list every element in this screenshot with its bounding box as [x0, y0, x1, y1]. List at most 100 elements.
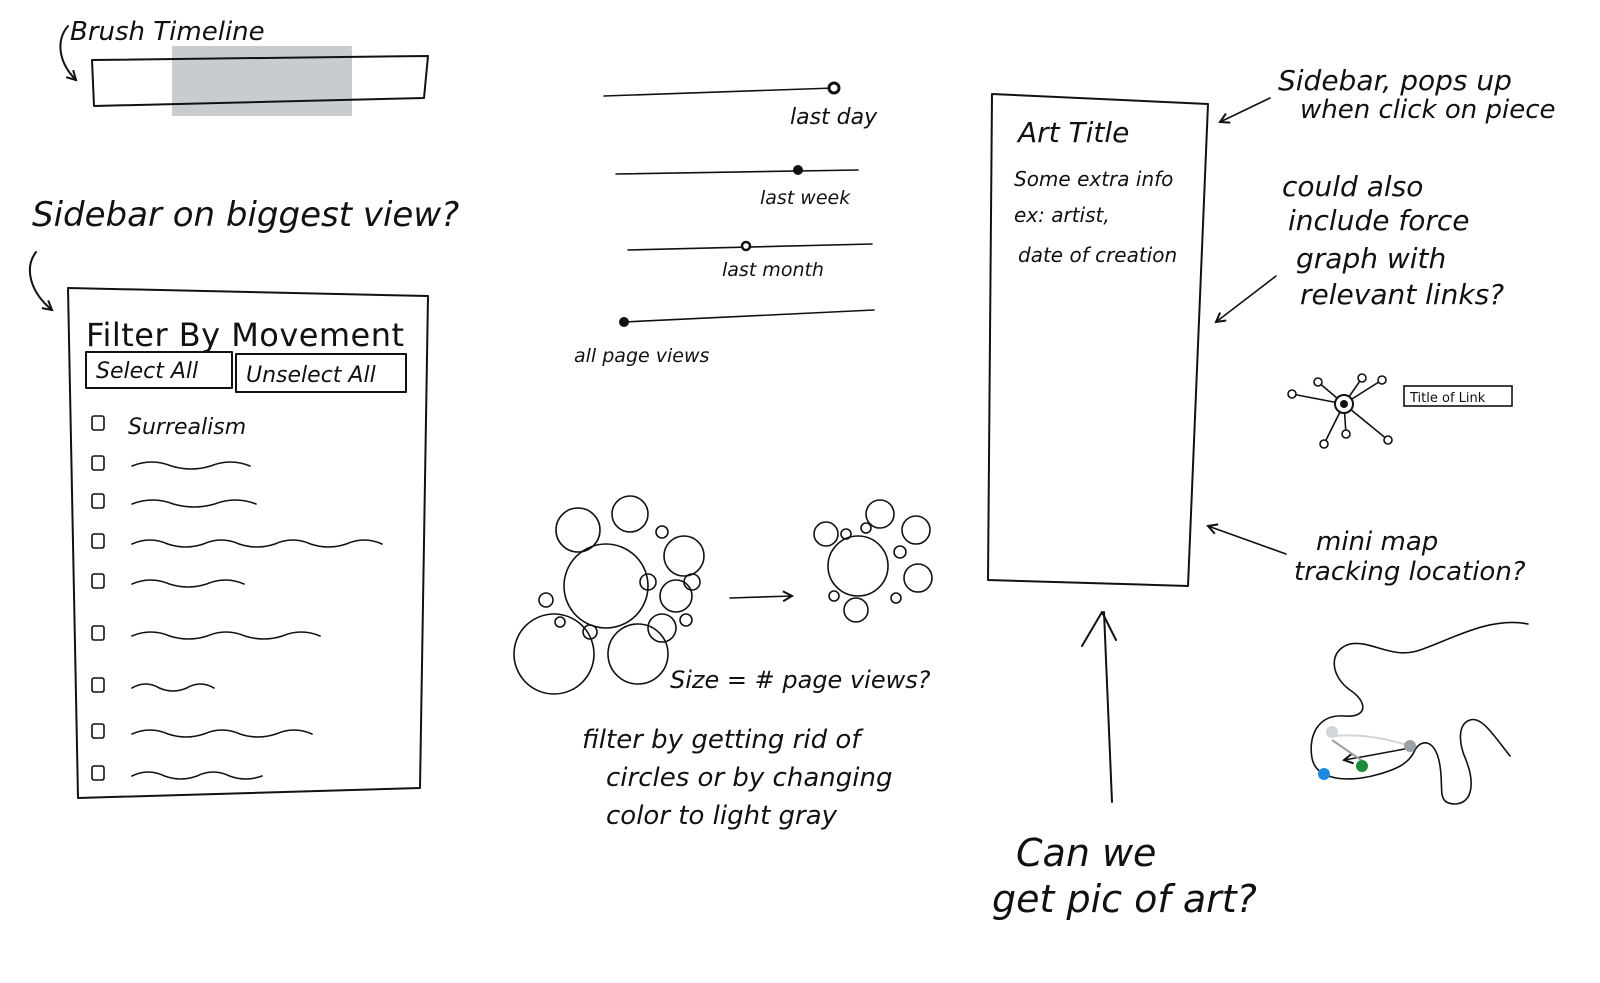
movement-label-placeholder: [131, 539, 383, 548]
filter-panel-title: Filter By Movement: [86, 316, 404, 354]
movement-list-item[interactable]: [91, 625, 321, 641]
brush-timeline: Brush Timeline: [59, 17, 429, 116]
brush-timeline-track[interactable]: [91, 55, 429, 107]
sidebar-question: Sidebar on biggest view?: [28, 195, 459, 312]
force-graph-node[interactable]: [1319, 439, 1329, 449]
movement-label-placeholder: [131, 461, 251, 470]
force-graph-node[interactable]: [1287, 389, 1297, 399]
brush-timeline-label: Brush Timeline: [70, 17, 265, 47]
movement-label-placeholder: [131, 683, 215, 692]
movement-checkbox[interactable]: [91, 533, 105, 549]
bubble-cluster-after: [813, 499, 933, 623]
force-graph-note-line-2: include force: [1288, 204, 1469, 237]
slider-track: [603, 87, 835, 97]
minimap-note-line-2: tracking location?: [1294, 557, 1526, 587]
movement-checkbox[interactable]: [91, 493, 105, 509]
movement-item-label: Surrealism: [128, 415, 246, 440]
movement-list-item[interactable]: [91, 493, 257, 509]
force-graph-node[interactable]: [1357, 373, 1367, 383]
filter-panel-frame: [67, 287, 429, 799]
minimap-node-blue[interactable]: [1318, 768, 1330, 780]
movement-checkbox[interactable]: [91, 723, 105, 739]
movement-checkbox[interactable]: [91, 625, 105, 641]
slider-all-page-views[interactable]: all page views: [574, 309, 875, 367]
slider-handle[interactable]: [827, 81, 841, 95]
art-sidebar: Art Title Some extra info ex: artist, da…: [987, 93, 1209, 587]
movement-list-item[interactable]: [91, 455, 251, 471]
movement-list-item[interactable]: [91, 533, 383, 549]
movement-checkbox[interactable]: [91, 455, 105, 471]
slider-label-last-week: last week: [760, 187, 851, 209]
sidebar-popup-note: Sidebar, pops up when click on piece: [1218, 64, 1556, 125]
slider-track: [615, 169, 859, 175]
force-graph-arrow: [1214, 275, 1277, 324]
minimap-node-visited[interactable]: [1326, 726, 1338, 738]
movement-list-item[interactable]: Surrealism: [91, 415, 246, 440]
force-graph-note: could also include force graph with rele…: [1214, 170, 1504, 324]
filter-panel: Filter By Movement Select All Unselect A…: [67, 287, 429, 799]
bubble-filter-note-line-1: filter by getting rid of: [582, 725, 864, 755]
slider-handle[interactable]: [793, 165, 803, 175]
movement-list-item[interactable]: [91, 765, 263, 781]
slider-label-last-day: last day: [790, 105, 878, 130]
bubble-filter-note-line-3: color to light gray: [606, 801, 838, 831]
select-all-button[interactable]: Select All: [85, 351, 233, 389]
slider-handle[interactable]: [619, 317, 629, 327]
sidebar-popup-note-line-1: Sidebar, pops up: [1278, 64, 1512, 97]
pic-question-arrow-shaft: [1103, 611, 1113, 803]
movement-list-item[interactable]: [91, 677, 215, 693]
pic-question: Can we get pic of art?: [992, 611, 1257, 921]
slider-last-week[interactable]: last week: [615, 165, 859, 209]
movement-placeholder-items: [91, 455, 383, 781]
brush-timeline-arrow: [59, 25, 78, 82]
sidebar-popup-arrow: [1218, 97, 1271, 124]
art-info-line-2: ex: artist,: [1014, 203, 1110, 227]
unselect-all-label: Unselect All: [246, 363, 376, 388]
sidebar-popup-note-line-2: when click on piece: [1300, 95, 1556, 125]
movement-checkbox[interactable]: [91, 765, 105, 781]
sidebar-question-label: Sidebar on biggest view?: [32, 195, 459, 235]
minimap-path: [1310, 621, 1529, 805]
force-graph-note-line-1: could also: [1282, 170, 1423, 203]
force-graph-node[interactable]: [1377, 375, 1387, 385]
slider-track: [623, 309, 875, 323]
movement-list-item[interactable]: [91, 573, 245, 589]
force-graph-node[interactable]: [1313, 377, 1323, 387]
movement-label-placeholder: [131, 499, 257, 508]
pic-question-arrow-head: [1081, 611, 1117, 647]
pic-question-line-2: get pic of art?: [992, 877, 1257, 921]
slider-handle[interactable]: [740, 240, 752, 252]
minimap-node-green[interactable]: [1356, 760, 1368, 772]
minimap-node-current[interactable]: [1404, 740, 1416, 752]
slider-last-month[interactable]: last month: [627, 240, 873, 281]
force-graph-node[interactable]: [1383, 435, 1393, 445]
bubble-cluster-before: [513, 495, 705, 695]
unselect-all-button[interactable]: Unselect All: [235, 353, 407, 393]
force-graph-sketch: Title of Link: [1287, 373, 1513, 449]
movement-checkbox[interactable]: [91, 677, 105, 693]
minimap-sketch[interactable]: [1310, 621, 1529, 805]
sidebar-question-arrow: [28, 251, 54, 312]
bubble-filter-arrow: [729, 590, 795, 603]
force-graph-node[interactable]: [1341, 429, 1351, 439]
movement-list-item[interactable]: [91, 723, 313, 739]
movement-checkbox[interactable]: [91, 415, 105, 431]
minimap-note-line-1: mini map: [1316, 527, 1438, 557]
force-graph-link-box[interactable]: [1403, 385, 1513, 407]
art-info-line-3: date of creation: [1018, 243, 1177, 267]
movement-label-placeholder: [131, 771, 263, 780]
force-graph-note-line-3: graph with: [1296, 242, 1446, 275]
movement-checkbox[interactable]: [91, 573, 105, 589]
bubble-chart-sketch: Size = # page views? filter by getting r…: [513, 495, 933, 831]
bubble-size-note: Size = # page views?: [670, 666, 931, 694]
movement-label-placeholder: [131, 729, 313, 738]
slider-last-day[interactable]: last day: [603, 81, 878, 130]
bubble-filter-note-line-2: circles or by changing: [606, 763, 892, 793]
minimap-arrow: [1206, 523, 1287, 555]
time-sliders: last day last week last month all page v…: [574, 81, 878, 367]
minimap-note: mini map tracking location?: [1206, 523, 1526, 587]
slider-label-last-month: last month: [722, 259, 824, 281]
movement-label-placeholder: [131, 579, 245, 588]
movement-label-placeholder: [131, 631, 321, 640]
